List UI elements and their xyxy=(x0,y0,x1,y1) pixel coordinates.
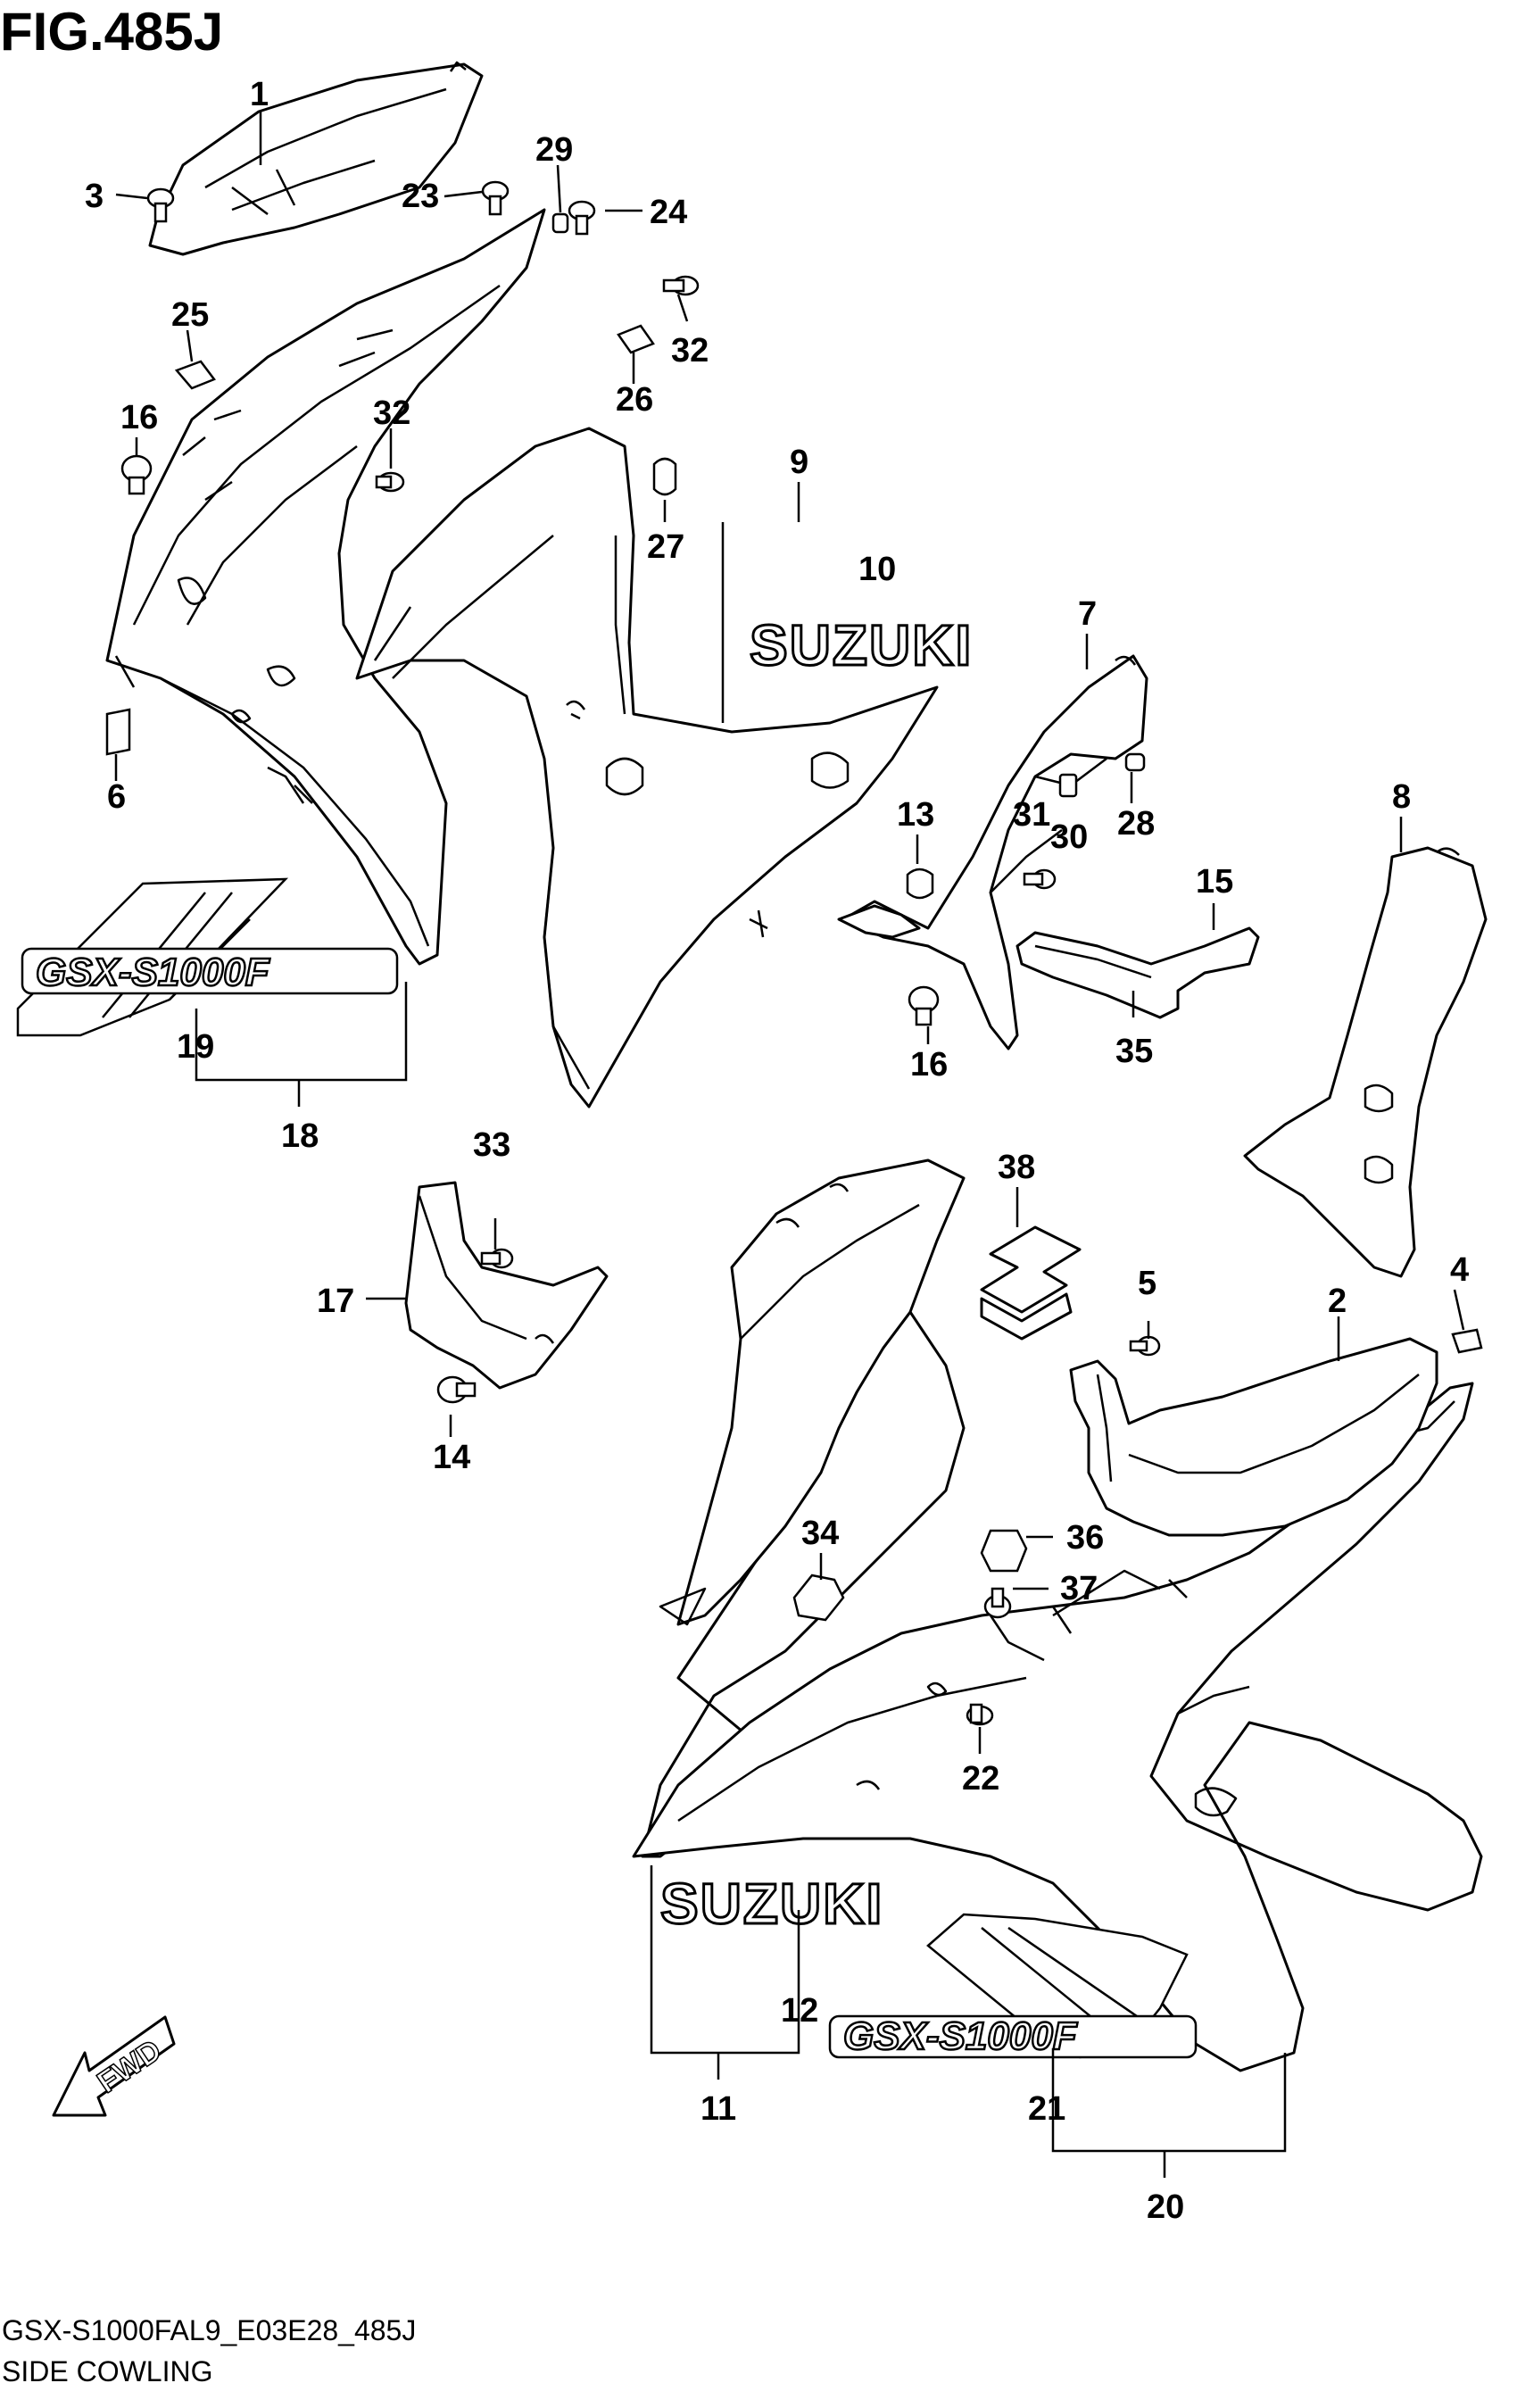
callout-32a: 32 xyxy=(373,394,410,432)
screw-23 xyxy=(481,180,510,216)
callout-21: 21 xyxy=(1028,2090,1065,2128)
grommet-28 xyxy=(1124,752,1146,772)
callout-18: 18 xyxy=(281,1117,319,1155)
leader-lines xyxy=(114,112,1465,2178)
decal-19-upper-stripe: GSX-S1000F xyxy=(16,877,399,1037)
callout-31: 31 xyxy=(1013,796,1050,834)
callout-labels: 1 2 3 4 5 6 7 8 9 10 11 12 13 14 15 16 1… xyxy=(85,76,1469,2226)
screw-32-left xyxy=(375,471,405,493)
screw-24 xyxy=(568,200,596,236)
nut-4 xyxy=(1451,1328,1483,1354)
screw-32-right xyxy=(662,275,700,296)
part-18-side-cowling-left xyxy=(105,208,546,966)
callout-36: 36 xyxy=(1066,1519,1104,1557)
clip-25 xyxy=(174,360,216,390)
callout-19: 19 xyxy=(177,1028,214,1066)
upper-brand-decal: SUZUKI xyxy=(750,613,973,677)
callout-4: 4 xyxy=(1450,1251,1469,1289)
callout-38: 38 xyxy=(998,1149,1035,1186)
rivet-16-right xyxy=(908,985,940,1026)
decal-21-lower-stripe: GSX-S1000F xyxy=(828,1913,1198,2059)
callout-8: 8 xyxy=(1392,778,1411,816)
part-2-inner-lower-panel xyxy=(1069,1337,1438,1537)
bracket-13-area xyxy=(837,904,921,939)
callout-35: 35 xyxy=(1115,1033,1153,1070)
callout-14: 14 xyxy=(433,1439,470,1476)
callout-32b: 32 xyxy=(671,332,709,370)
callout-34: 34 xyxy=(801,1515,839,1552)
screw-5 xyxy=(1129,1335,1161,1357)
rivet-16-left xyxy=(120,454,153,495)
bracket-34 xyxy=(792,1574,845,1622)
part-15-bracket xyxy=(1015,926,1260,1019)
callout-15: 15 xyxy=(1196,863,1233,901)
callout-27: 27 xyxy=(647,528,684,566)
screw-33 xyxy=(480,1248,514,1269)
rivet-14 xyxy=(436,1375,477,1404)
lower-brand-decal: SUZUKI xyxy=(660,1872,883,1936)
upper-model-decal: GSX-S1000F xyxy=(36,951,270,994)
clip-26 xyxy=(617,324,655,354)
callout-13: 13 xyxy=(897,796,934,834)
callout-7: 7 xyxy=(1078,595,1097,633)
callout-16b: 16 xyxy=(910,1046,948,1084)
callout-33: 33 xyxy=(473,1126,510,1164)
screw-31 xyxy=(1023,868,1057,890)
part-9-center-cowling xyxy=(355,427,939,1109)
callout-2: 2 xyxy=(1328,1283,1347,1320)
callout-11: 11 xyxy=(700,2090,736,2128)
grommet-13 xyxy=(906,868,934,900)
part-1-upper-trim xyxy=(148,61,484,256)
callout-26: 26 xyxy=(616,381,653,419)
clip-30 xyxy=(1058,773,1078,798)
callout-24: 24 xyxy=(650,194,687,231)
screw-3 xyxy=(146,187,175,223)
grommet-27 xyxy=(652,457,677,496)
callout-12: 12 xyxy=(781,1992,818,2030)
grommet-29 xyxy=(551,212,569,234)
part-8-inner-panel xyxy=(1243,846,1488,1278)
callout-17: 17 xyxy=(317,1283,354,1320)
callout-29: 29 xyxy=(535,131,573,169)
screw-22 xyxy=(966,1703,994,1726)
callout-30: 30 xyxy=(1050,818,1088,856)
callout-3: 3 xyxy=(85,178,104,215)
figure-title: FIG.485J xyxy=(0,2,223,62)
callout-23: 23 xyxy=(402,178,439,215)
callout-9: 9 xyxy=(790,444,808,481)
model-badge-lower xyxy=(828,2014,1198,2059)
bolt-37 xyxy=(983,1587,1012,1619)
callout-5: 5 xyxy=(1138,1265,1156,1302)
figure-name: SIDE COWLING xyxy=(2,2355,212,2387)
part-11-under-cowling xyxy=(641,1158,966,1858)
tape-6 xyxy=(105,708,131,756)
lower-model-decal: GSX-S1000F xyxy=(843,2014,1078,2058)
callout-20: 20 xyxy=(1147,2188,1184,2226)
figure-code: GSX-S1000FAL9_E03E28_485J xyxy=(2,2314,416,2346)
callout-25: 25 xyxy=(171,296,209,334)
bracket-36 xyxy=(980,1529,1028,1573)
callout-16a: 16 xyxy=(120,399,158,436)
callout-6: 6 xyxy=(107,778,126,816)
model-badge-upper xyxy=(21,947,399,995)
fwd-arrow-icon: FWD xyxy=(52,2015,176,2117)
part-38-s-logo xyxy=(980,1225,1082,1341)
part-17-inner-cover xyxy=(404,1181,609,1390)
callout-1: 1 xyxy=(250,76,269,113)
callout-10: 10 xyxy=(858,551,896,588)
callout-37: 37 xyxy=(1060,1570,1098,1607)
callout-28: 28 xyxy=(1117,805,1155,843)
callout-22: 22 xyxy=(962,1760,999,1798)
hardware xyxy=(105,180,1483,1726)
